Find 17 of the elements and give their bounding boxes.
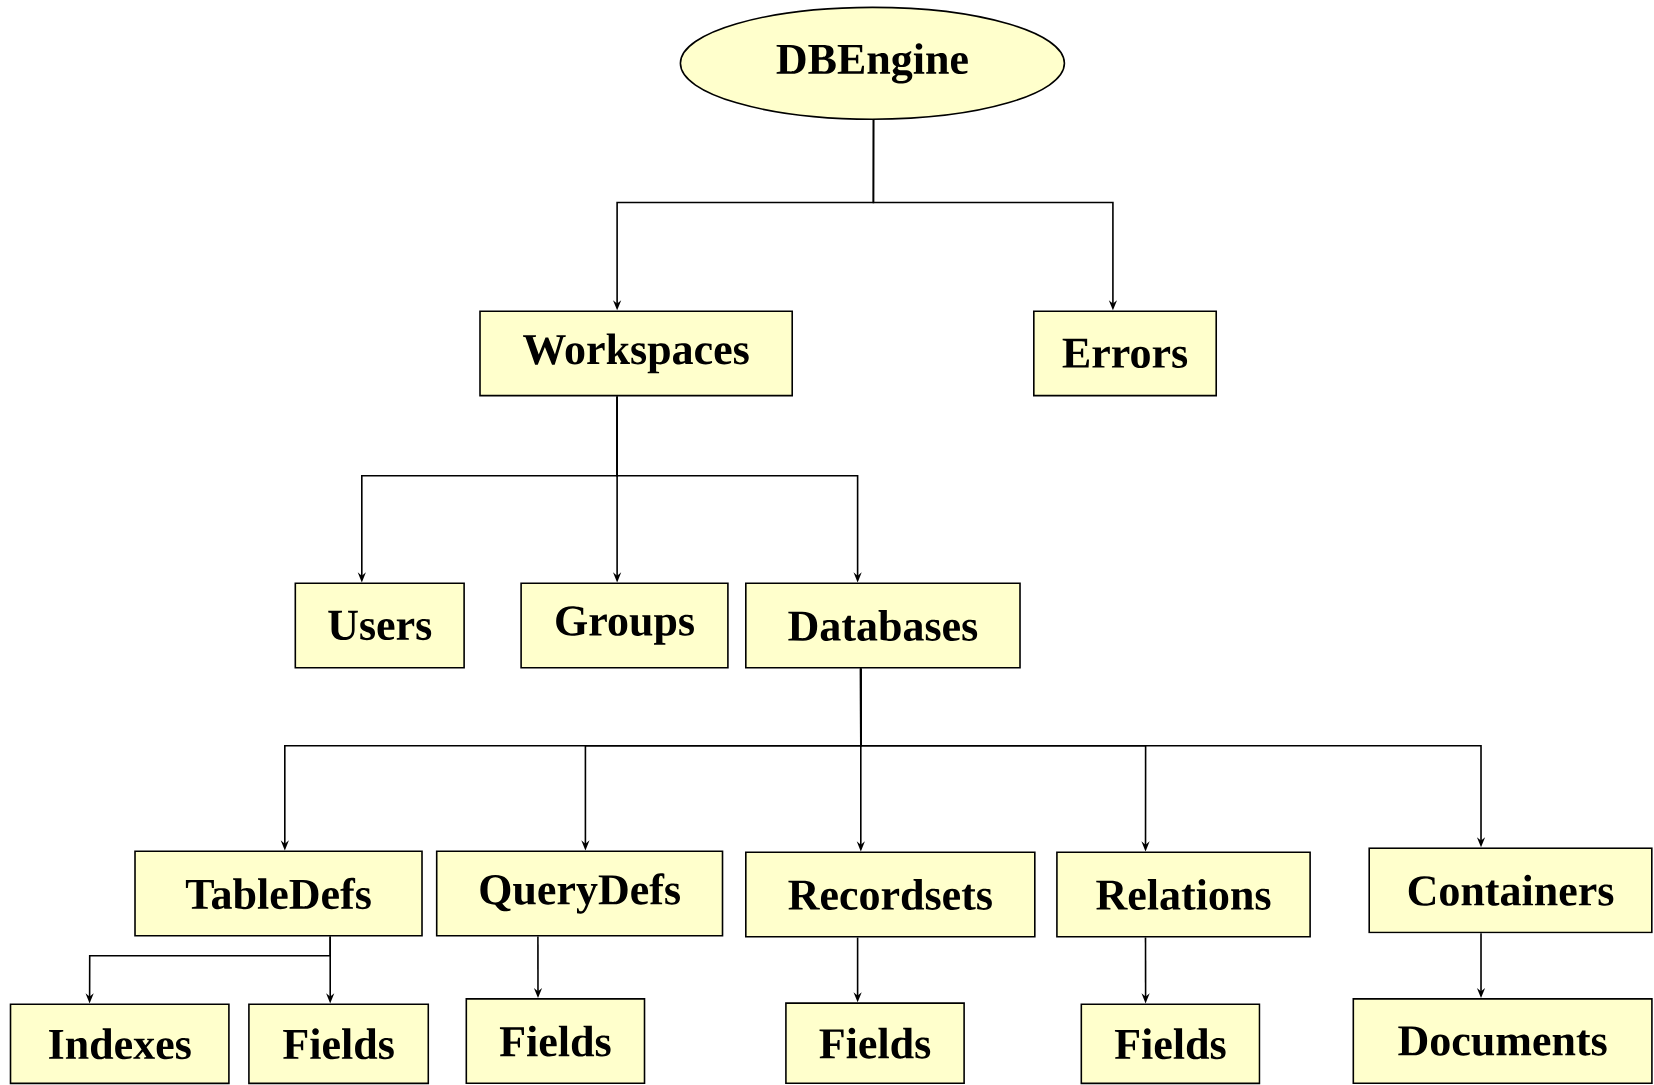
object-box: Workspaces bbox=[479, 310, 793, 397]
object-box: Indexes bbox=[9, 1003, 230, 1085]
object-box: Containers bbox=[1368, 847, 1653, 934]
object-box: Fields bbox=[248, 1003, 430, 1085]
object-box: Fields bbox=[465, 998, 646, 1085]
ellipse-node: DBEngine bbox=[679, 6, 1066, 120]
object-box: Users bbox=[294, 582, 465, 669]
object-box: Recordsets bbox=[745, 851, 1036, 938]
object-box: Fields bbox=[785, 1002, 965, 1085]
object-box: Documents bbox=[1352, 998, 1653, 1085]
object-box: Errors bbox=[1033, 310, 1217, 397]
object-box: Databases bbox=[745, 582, 1021, 669]
object-box: QueryDefs bbox=[435, 850, 724, 937]
object-box: Fields bbox=[1080, 1003, 1261, 1085]
object-box: TableDefs bbox=[134, 850, 423, 937]
object-box: Relations bbox=[1056, 851, 1311, 938]
object-box: Groups bbox=[520, 582, 729, 669]
